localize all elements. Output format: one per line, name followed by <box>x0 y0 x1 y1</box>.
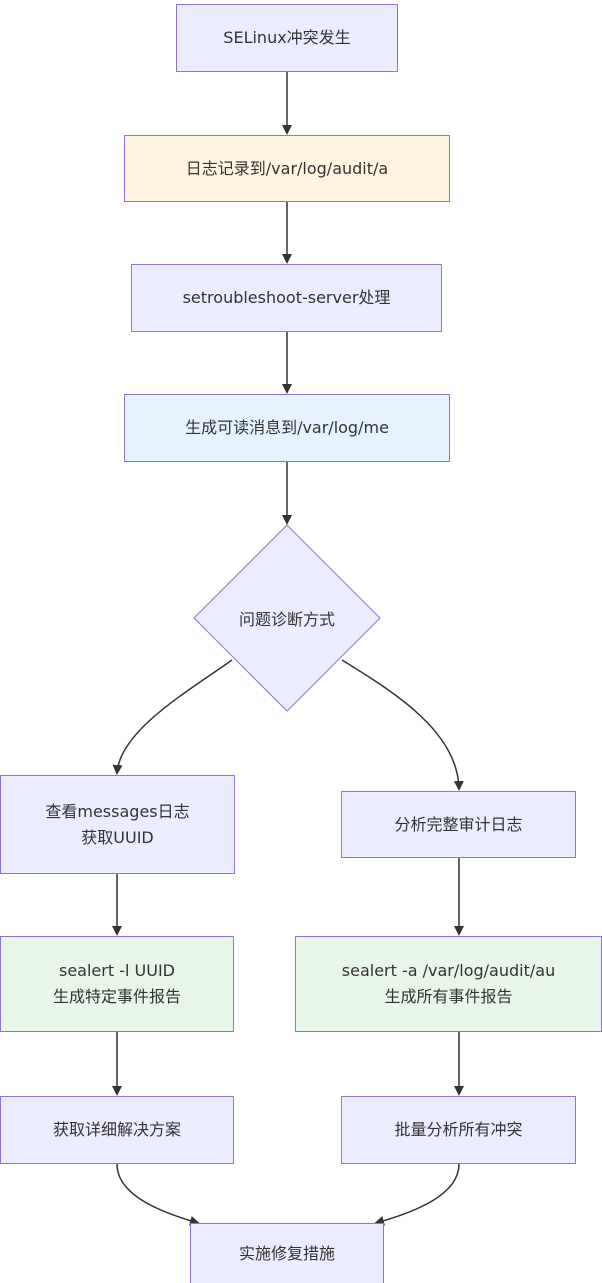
node-sealert-a-line-1: sealert -a /var/log/audit/au <box>341 961 556 980</box>
node-view-messages: 查看messages日志 获取UUID <box>0 775 235 874</box>
node-get-solution-label: 获取详细解决方案 <box>52 1120 181 1139</box>
node-batch-analyze: 批量分析所有冲突 <box>341 1096 576 1164</box>
node-selinux-conflict: SELinux冲突发生 <box>176 4 398 72</box>
edge-batch-analyze-to-apply-fix <box>374 1163 460 1226</box>
node-analyze-audit: 分析完整审计日志 <box>341 791 576 858</box>
node-sealert-l-line-2: 生成特定事件报告 <box>52 987 181 1006</box>
diagnose-diamond <box>193 524 381 712</box>
node-apply-fix-label: 实施修复措施 <box>238 1243 335 1263</box>
edge-diagnose-to-analyze-audit <box>341 659 464 791</box>
node-readable-message: 生成可读消息到/var/log/me <box>124 394 450 462</box>
node-sealert-a-line-2: 生成所有事件报告 <box>384 987 513 1006</box>
node-sealert-l: sealert -l UUID 生成特定事件报告 <box>0 936 234 1032</box>
node-sealert-a: sealert -a /var/log/audit/au 生成所有事件报告 <box>295 936 602 1032</box>
node-audit-log-label: 日志记录到/var/log/audit/a <box>185 158 389 178</box>
node-batch-analyze-label: 批量分析所有冲突 <box>394 1120 523 1139</box>
node-view-messages-line-2: 获取UUID <box>81 827 154 847</box>
edge-get-solution-to-apply-fix <box>116 1163 200 1226</box>
edge-diagnose-to-view-messages <box>112 659 233 775</box>
node-analyze-audit-label: 分析完整审计日志 <box>394 814 523 834</box>
node-get-solution: 获取详细解决方案 <box>0 1096 234 1164</box>
node-diagnose-label: 问题诊断方式 <box>238 610 335 629</box>
node-sealert-l-line-1: sealert -l UUID <box>59 961 175 980</box>
node-selinux-conflict-label: SELinux冲突发生 <box>223 28 351 47</box>
node-audit-log: 日志记录到/var/log/audit/a <box>124 135 450 202</box>
node-view-messages-line-1: 查看messages日志 <box>45 801 190 821</box>
node-apply-fix: 实施修复措施 <box>190 1223 384 1283</box>
node-setroubleshoot: setroubleshoot-server处理 <box>131 264 442 332</box>
node-setroubleshoot-label: setroubleshoot-server处理 <box>182 288 391 307</box>
node-readable-message-label: 生成可读消息到/var/log/me <box>185 418 389 437</box>
